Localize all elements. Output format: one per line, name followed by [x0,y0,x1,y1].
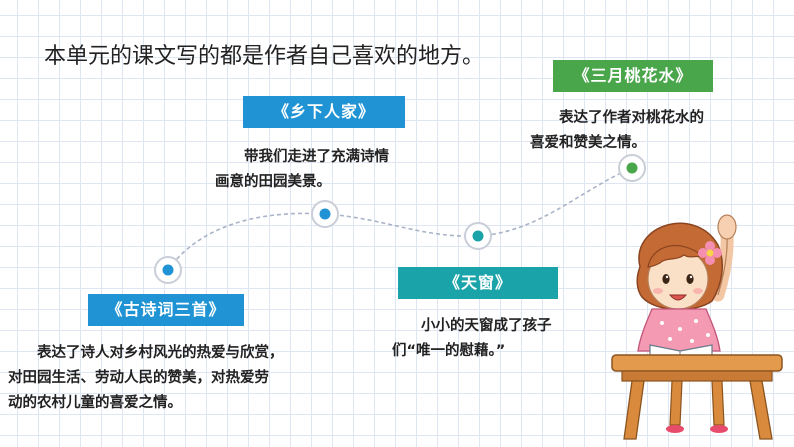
banner-gushici: 《古诗词三首》 [88,294,244,326]
desc-line: 表达了作者对桃花水的 [559,110,704,126]
desc-line: 表达了诗人对乡村风光的热爱与欣赏， [37,345,284,361]
desc-xiangxia: 带我们走进了充满诗情 画意的田园美景。 [215,145,389,195]
desc-gushici: 表达了诗人对乡村风光的热爱与欣赏， 对田园生活、劳动人民的赞美，对热爱劳 动的农… [8,341,284,416]
banner-tianchuang: 《天窗》 [398,267,558,299]
page-title: 本单元的课文写的都是作者自己喜欢的地方。 [44,44,485,69]
desc-sanyue: 表达了作者对桃花水的 喜爱和赞美之情。 [530,106,704,156]
timeline-node-3 [464,222,492,250]
desc-line: 们“唯一的慰藉。” [392,343,506,359]
desc-line: 小小的天窗成了孩子 [421,318,552,334]
desc-line: 画意的田园美景。 [215,174,331,190]
banner-xiangxia: 《乡下人家》 [243,96,405,128]
girl-at-desk-illustration [611,214,783,440]
banner-sanyue: 《三月桃花水》 [553,60,713,92]
timeline-node-2 [311,200,339,228]
desc-line: 动的农村儿童的喜爱之情。 [8,395,182,411]
desc-line: 带我们走进了充满诗情 [244,149,389,165]
timeline-node-4 [618,154,646,182]
desc-line: 对田园生活、劳动人民的赞美，对热爱劳 [8,370,269,386]
desc-line: 喜爱和赞美之情。 [530,135,646,151]
desc-tianchuang: 小小的天窗成了孩子 们“唯一的慰藉。” [392,314,552,364]
timeline-node-1 [154,256,182,284]
